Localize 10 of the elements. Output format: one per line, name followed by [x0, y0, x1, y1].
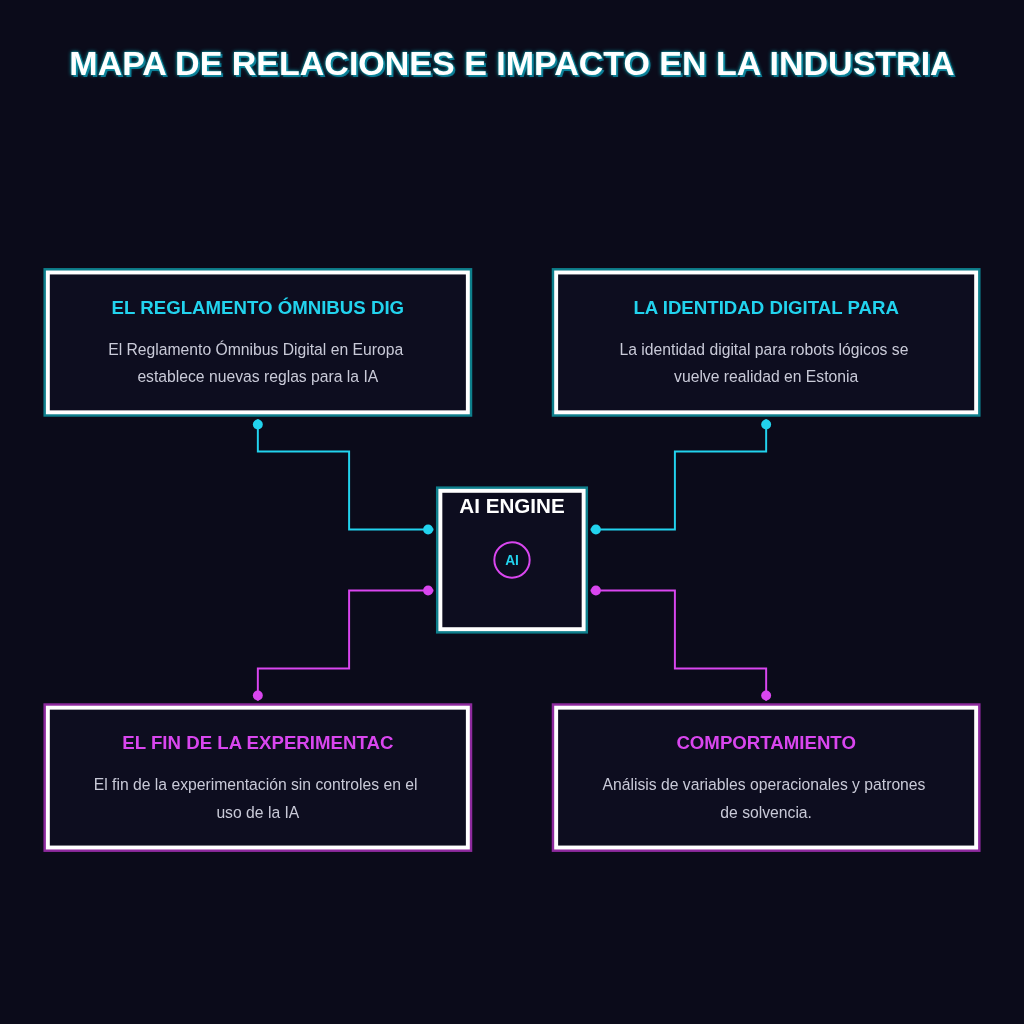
badge-circle: AI [493, 541, 531, 579]
topic-box: COMPORTAMIENTO Análisis de variables operacionales y patrones de solvencia. [551, 703, 981, 852]
connector-line [252, 418, 435, 535]
connector-line [589, 418, 772, 535]
connector-line [252, 585, 435, 702]
topic-box: LA IDENTIDAD DIGITAL PARA La identidad digital para robots lógicos se vuelve realidad en Estonia [551, 268, 981, 417]
topic-box: EL REGLAMENTO ÓMNIBUS DIG El Reglamento Ómnibus Digital en Europa establece nuevas reglas para la IA [43, 268, 473, 417]
topic-box: EL FIN DE LA EXPERIMENTAC El fin de la experimentación sin controles en el uso de la IA [43, 703, 473, 852]
connector-line [589, 585, 772, 702]
diagram-title: MAPA DE RELACIONES E IMPACTO EN LA INDUSTRIA [68, 43, 956, 83]
